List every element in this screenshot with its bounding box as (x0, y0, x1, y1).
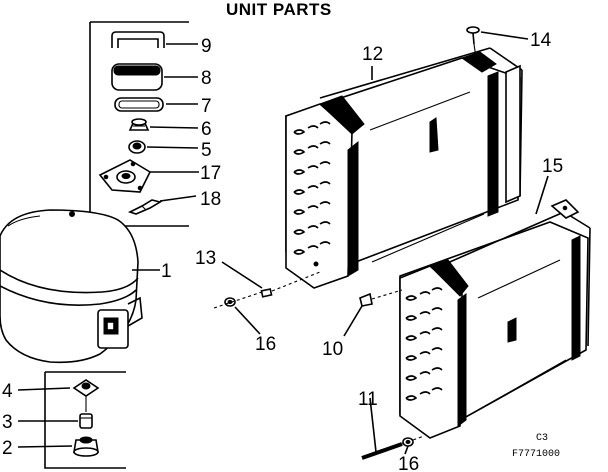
callout-3: 3 (2, 412, 13, 433)
part-screw-10 (359, 289, 403, 307)
leader-16b (404, 445, 409, 455)
part-clip (111, 31, 165, 48)
callout-16b: 16 (398, 454, 419, 472)
callout-18: 18 (200, 189, 221, 210)
figure-code: C3 (536, 433, 548, 444)
part-mount-spacer (79, 413, 93, 429)
leader-10 (343, 305, 363, 337)
part-screw-13 (260, 271, 321, 298)
compressor (0, 209, 143, 364)
kit-leader-lines (146, 43, 199, 202)
leader-11 (369, 397, 377, 453)
part-mount-washer (72, 379, 100, 412)
callout-14: 14 (530, 30, 552, 51)
part-strap (127, 199, 163, 215)
callout-2: 2 (2, 438, 13, 459)
leader-16a (234, 306, 261, 335)
evap-hairpins (405, 287, 443, 401)
condenser-coil (285, 47, 523, 289)
callout-6: 6 (201, 119, 212, 140)
leader-15 (535, 175, 549, 215)
leader-4 (17, 387, 71, 391)
callout-8: 8 (201, 68, 212, 89)
callout-5: 5 (201, 140, 212, 161)
callout-4: 4 (2, 381, 13, 402)
callout-15: 15 (542, 156, 563, 177)
leader-13 (221, 261, 263, 289)
part-gasket (114, 97, 164, 112)
figure-number: F7771000 (512, 449, 560, 460)
part-pad (111, 63, 163, 91)
part-tube (361, 435, 425, 460)
part-washer-16b (402, 437, 414, 447)
callout-13: 13 (195, 248, 216, 269)
leader-14 (480, 31, 529, 40)
diagram-title: UNIT PARTS (226, 0, 332, 19)
mount-parts-box (44, 371, 126, 469)
callout-9: 9 (201, 36, 212, 57)
part-grommet (128, 118, 150, 131)
callout-1: 1 (161, 261, 172, 282)
callout-17: 17 (200, 163, 221, 184)
callout-11: 11 (358, 389, 378, 410)
part-nut (128, 140, 146, 154)
part-washer-16a (213, 291, 263, 309)
callout-12: 12 (362, 44, 383, 65)
part-mount-grommet (73, 436, 99, 457)
part-bracket (98, 159, 152, 193)
callout-7: 7 (201, 96, 212, 117)
coil-hairpins (293, 121, 331, 255)
evaporator-coil (399, 199, 591, 439)
callout-10: 10 (322, 339, 343, 360)
callout-16a: 16 (255, 334, 276, 355)
part-screw-14 (466, 26, 480, 59)
leader-2 (17, 445, 73, 448)
